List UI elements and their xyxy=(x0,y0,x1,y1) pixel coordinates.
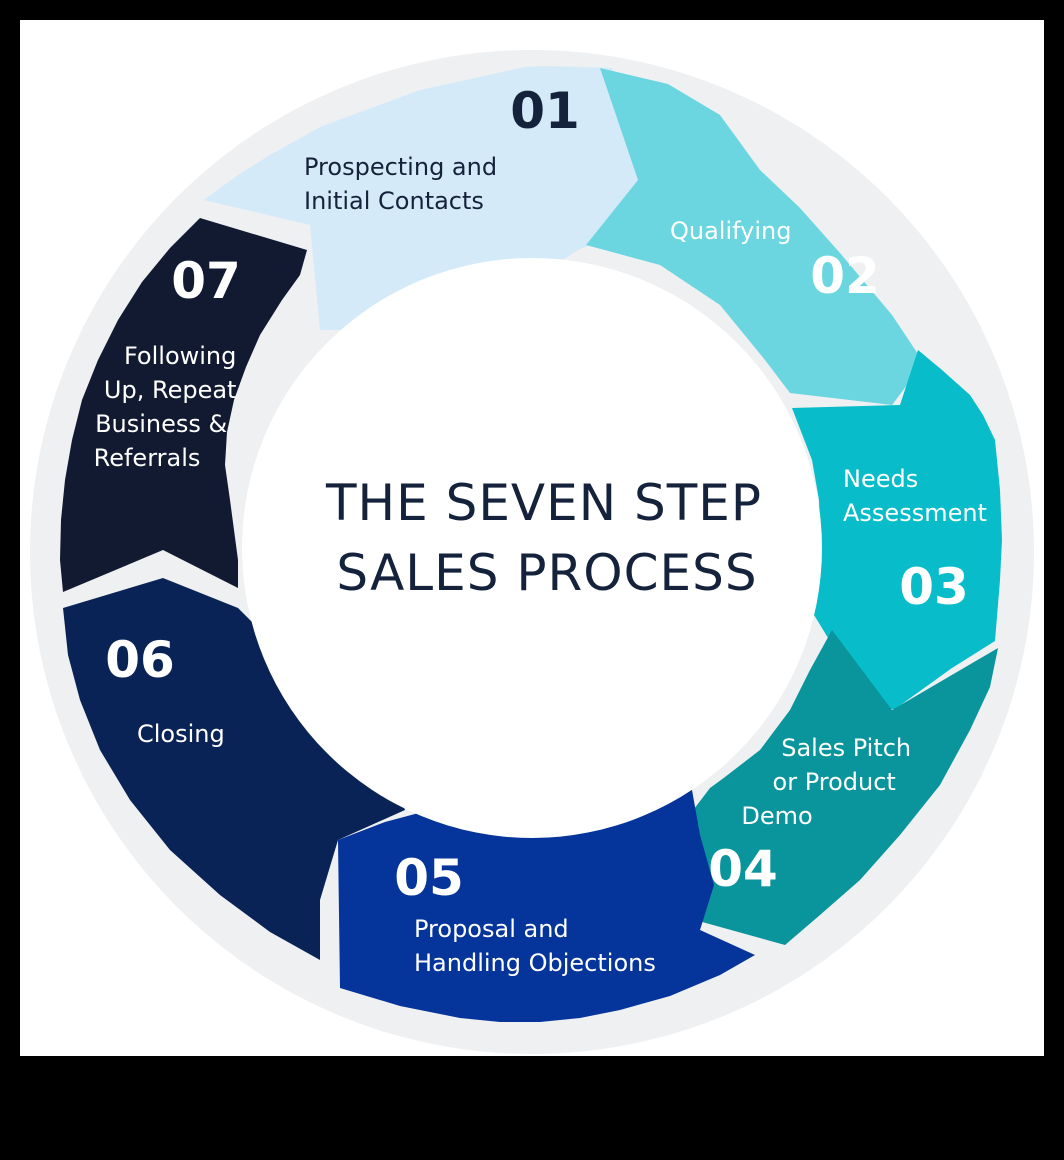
sales-process-cycle-diagram: THE SEVEN STEP SALES PROCESS 01 02 03 04… xyxy=(30,50,1034,1054)
step-07-label: Following Up, Repeat Business & Referral… xyxy=(94,342,244,472)
step-04-label-line-3: Demo xyxy=(741,802,812,830)
step-04-label-line-2: or Product xyxy=(773,768,896,796)
step-01-label-line-1: Prospecting and xyxy=(304,153,497,181)
step-03-number: 03 xyxy=(899,558,969,616)
step-04-label-line-1: Sales Pitch xyxy=(781,734,911,762)
step-02-segment xyxy=(586,68,922,405)
step-03-label-line-2: Assessment xyxy=(843,499,987,527)
step-06-number: 06 xyxy=(105,631,175,689)
diagram-canvas: THE SEVEN STEP SALES PROCESS 01 02 03 04… xyxy=(20,20,1044,1056)
step-06-label: Closing xyxy=(137,720,225,748)
step-07-label-line-1: Following xyxy=(124,342,236,370)
segments xyxy=(60,66,1002,1022)
step-02-label-line-1: Qualifying xyxy=(670,217,792,245)
step-05-label: Proposal and Handling Objections xyxy=(414,915,656,977)
step-05-label-line-1: Proposal and xyxy=(414,915,569,943)
step-02-label: Qualifying xyxy=(670,217,792,245)
step-04-number: 04 xyxy=(708,840,778,898)
step-01-number: 01 xyxy=(510,82,580,140)
step-05-number: 05 xyxy=(394,849,464,907)
step-02-number: 02 xyxy=(810,247,880,305)
step-04-segment xyxy=(678,630,998,945)
step-07-label-line-4: Referrals xyxy=(94,444,201,472)
diagram-title-line-1: THE SEVEN STEP xyxy=(325,474,762,532)
center-circle xyxy=(242,258,822,838)
step-07-label-line-2: Up, Repeat xyxy=(104,376,237,404)
step-07-label-line-3: Business & xyxy=(95,410,227,438)
step-01-label: Prospecting and Initial Contacts xyxy=(304,153,505,215)
step-06-segment xyxy=(63,578,405,960)
step-07-segment xyxy=(60,218,307,592)
step-06-label-line-1: Closing xyxy=(137,720,225,748)
step-07-number: 07 xyxy=(171,252,241,310)
step-01-label-line-2: Initial Contacts xyxy=(304,187,484,215)
step-05-label-line-2: Handling Objections xyxy=(414,949,656,977)
step-04-label: Sales Pitch or Product Demo xyxy=(741,734,918,830)
step-03-label: Needs Assessment xyxy=(843,465,987,527)
diagram-title-line-2: SALES PROCESS xyxy=(336,544,757,602)
step-03-label-line-1: Needs xyxy=(843,465,918,493)
step-03-segment xyxy=(792,350,1002,710)
